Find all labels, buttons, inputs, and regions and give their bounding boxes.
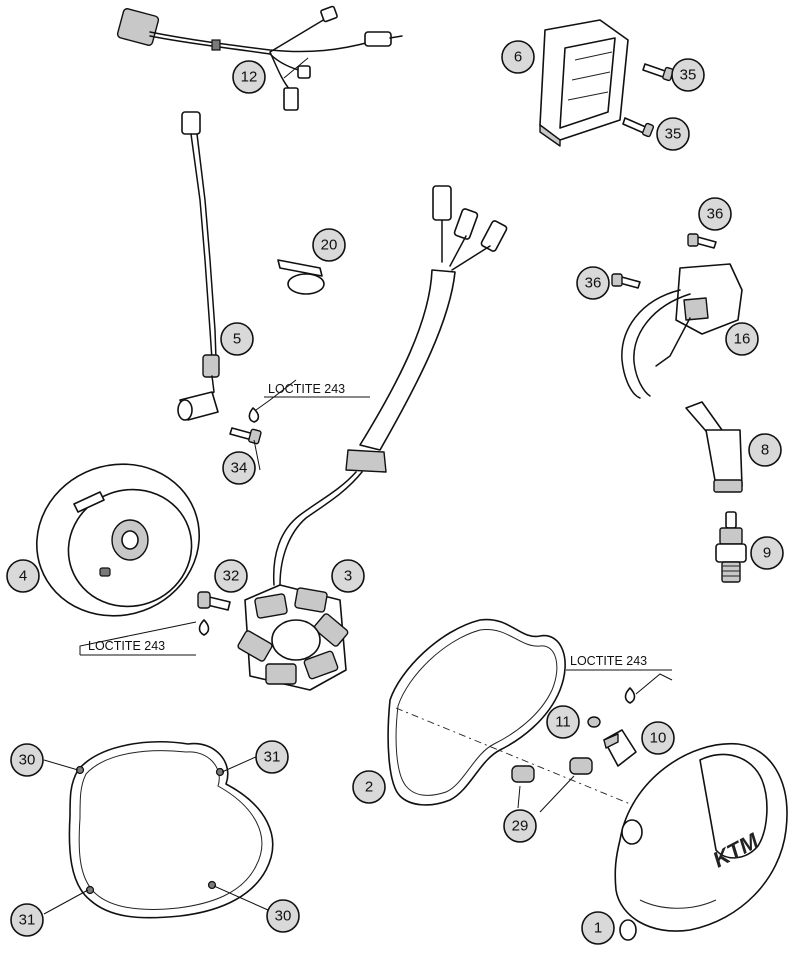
- ignition-cover: KTM: [614, 743, 788, 941]
- spark-plug-cap: [685, 401, 743, 493]
- svg-text:11: 11: [555, 714, 571, 731]
- pickup-cable: [177, 111, 220, 421]
- loctite-drop-middle: [198, 619, 210, 636]
- callout-10: 10: [641, 721, 675, 755]
- callout-9: 9: [750, 536, 784, 570]
- svg-text:16: 16: [734, 331, 751, 348]
- callout-30-lower: 30: [266, 899, 300, 933]
- flywheel: [35, 463, 201, 617]
- callout-4: 4: [6, 559, 40, 593]
- svg-text:LOCTITE 243: LOCTITE 243: [570, 654, 647, 668]
- callout-5: 5: [220, 322, 254, 356]
- callout-36-lower: 36: [576, 266, 610, 300]
- svg-text:35: 35: [665, 126, 682, 143]
- svg-text:35: 35: [680, 67, 697, 84]
- loctite-drop-upper: [248, 407, 260, 423]
- callout-1: 1: [581, 911, 615, 945]
- callout-35-lower: 35: [656, 117, 690, 151]
- svg-text:31: 31: [264, 749, 281, 766]
- leader-lines: [43, 57, 673, 915]
- svg-text:4: 4: [19, 568, 27, 585]
- loctite-label-lower: LOCTITE 243: [566, 654, 672, 671]
- callout-32: 32: [214, 559, 248, 593]
- svg-text:1: 1: [594, 920, 602, 937]
- svg-text:12: 12: [241, 69, 258, 86]
- callout-35-upper: 35: [671, 58, 705, 92]
- svg-text:34: 34: [231, 460, 248, 477]
- cover-gasket: [387, 618, 566, 806]
- loctite-drop-lower: [624, 687, 636, 704]
- screw-11: [587, 716, 601, 728]
- dowel-29-left: [511, 765, 535, 783]
- cable-clamp-10: [603, 729, 637, 767]
- cable-tie: [277, 259, 325, 295]
- spark-plug: [715, 511, 747, 583]
- svg-text:30: 30: [19, 752, 36, 769]
- svg-text:20: 20: [321, 237, 338, 254]
- ignition-coil: [621, 263, 743, 399]
- callout-3: 3: [331, 559, 365, 593]
- svg-text:5: 5: [233, 331, 241, 348]
- svg-text:32: 32: [223, 568, 240, 585]
- callout-2: 2: [352, 770, 386, 804]
- assembly-axis: [395, 707, 641, 809]
- svg-text:2: 2: [365, 779, 373, 796]
- screw-36-lower: [611, 273, 641, 289]
- svg-text:31: 31: [19, 912, 36, 929]
- callout-36-upper: 36: [698, 197, 732, 231]
- loctite-label-middle: LOCTITE 243: [80, 639, 196, 656]
- screw-32: [197, 591, 231, 611]
- svg-text:9: 9: [763, 545, 771, 562]
- svg-text:LOCTITE 243: LOCTITE 243: [268, 382, 345, 396]
- svg-text:30: 30: [275, 908, 292, 925]
- cdi-unit: [539, 19, 629, 147]
- svg-text:10: 10: [650, 730, 667, 747]
- callout-30-upper: 30: [10, 743, 44, 777]
- callout-8: 8: [748, 433, 782, 467]
- svg-text:29: 29: [512, 818, 529, 835]
- stator: [237, 584, 349, 691]
- screw-35-upper: [642, 63, 674, 82]
- dowel-29-right: [569, 757, 593, 775]
- callout-16: 16: [725, 322, 759, 356]
- svg-text:LOCTITE 243: LOCTITE 243: [88, 639, 165, 653]
- screw-34: [229, 427, 262, 445]
- svg-text:36: 36: [707, 206, 724, 223]
- callout-29: 29: [503, 809, 537, 843]
- screw-35-lower: [622, 117, 655, 138]
- callout-11: 11: [546, 705, 580, 739]
- svg-text:3: 3: [344, 568, 352, 585]
- svg-text:36: 36: [585, 275, 602, 292]
- screw-36-upper: [687, 233, 717, 249]
- callout-31-lower: 31: [10, 903, 44, 937]
- wiring-harness: [116, 5, 403, 111]
- callout-20: 20: [312, 228, 346, 262]
- callout-12: 12: [232, 60, 266, 94]
- callout-6: 6: [501, 40, 535, 74]
- callout-34: 34: [222, 451, 256, 485]
- svg-text:8: 8: [761, 442, 769, 459]
- inner-gasket: [68, 741, 274, 919]
- stator-cable: [272, 185, 508, 586]
- callout-31-upper: 31: [255, 740, 289, 774]
- svg-text:6: 6: [514, 49, 522, 66]
- loctite-label-upper: LOCTITE 243: [264, 382, 370, 398]
